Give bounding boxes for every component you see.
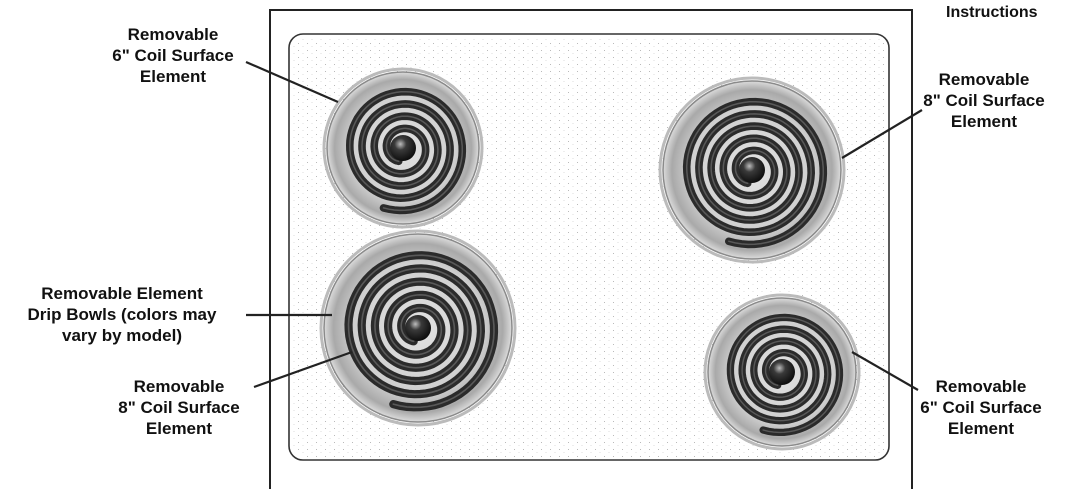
label-line: Removable [935,377,1027,396]
burner-top-right-8in [658,76,846,264]
coil-hub [390,135,416,161]
leader-line-bottom-left [253,350,353,389]
leader-line-top-left [245,60,339,104]
label-line: 6" Coil Surface [920,398,1042,417]
label-line: Element [139,67,207,86]
coil-highlight [729,316,841,434]
leader-line-bottom-right [851,351,919,391]
drip-bowl-rim [658,76,846,264]
drip-bowl-rim [322,67,484,229]
label-top-right-8in-coil: Removable 8" Coil Surface Element [900,69,1068,132]
drip-bowl-rim [703,293,861,451]
label-line: 6" Coil Surface [112,46,234,65]
burner-bottom-right-6in [703,293,861,451]
label-line: Element [947,419,1015,438]
coil-hub [739,157,765,183]
burner-top-left-6in [322,67,484,229]
header-instructions: Instructions [946,4,1038,21]
label-line: Removable [133,377,225,396]
label-line: Removable Element [41,284,203,303]
leader-line-top-right [841,109,923,159]
label-line: vary by model) [62,326,182,345]
coil-highlight [347,254,495,409]
coil-hub [769,359,795,385]
coil-highlight [349,90,464,212]
coil-highlight [685,100,825,246]
label-bottom-left-8in-coil: Removable 8" Coil Surface Element [94,376,264,439]
label-bottom-right-6in-coil: Removable 6" Coil Surface Element [900,376,1062,439]
leader-lines [245,60,923,391]
label-line: Drip Bowls (colors may [27,305,217,324]
label-drip-bowls: Removable Element Drip Bowls (colors may… [0,283,244,346]
label-line: 8" Coil Surface [118,398,240,417]
label-line: Element [145,419,213,438]
range-outline [269,9,913,489]
drip-bowl-rim [319,229,517,427]
label-line: Removable [127,25,219,44]
coil-hub [405,315,431,341]
label-line: 8" Coil Surface [923,91,1045,110]
label-line: Removable [938,70,1030,89]
label-top-left-6in-coil: Removable 6" Coil Surface Element [88,24,258,87]
label-line: Element [950,112,1018,131]
burners [319,67,861,451]
burner-bottom-left-8in [319,229,517,427]
